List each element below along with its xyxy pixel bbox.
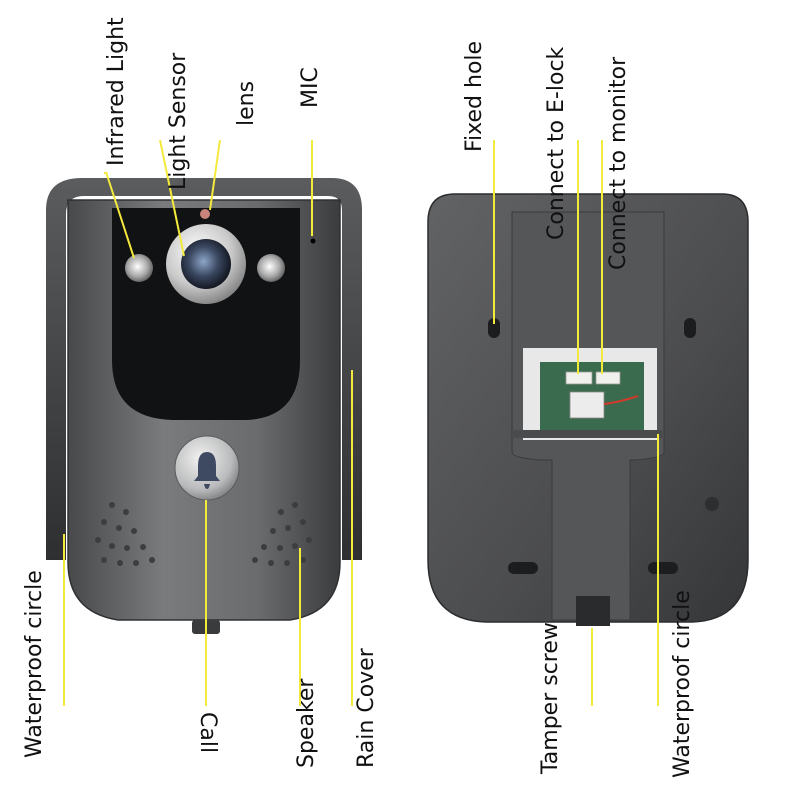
speaker-holes-left [95, 502, 155, 566]
connector-white-block [569, 391, 605, 419]
bell-icon [194, 452, 220, 489]
leader-infrared-light [105, 171, 135, 259]
label-waterproof-circle-front: Waterproof circle [22, 570, 47, 758]
connector-monitor [595, 371, 621, 385]
leader-lens [209, 139, 221, 211]
label-mic: MIC [298, 67, 323, 108]
label-connect-elock: Connect to E-lock [544, 46, 569, 240]
mic-hole [310, 238, 316, 244]
label-lens: lens [234, 80, 259, 126]
light-sensor [200, 209, 210, 219]
label-tamper-screw: Tamper screw [538, 622, 563, 774]
side-screw [705, 497, 719, 511]
label-infrared-light: Infrared Light [104, 17, 129, 166]
slot-right [648, 562, 678, 574]
leader-light-sensor [159, 139, 185, 257]
leader-infrared [104, 172, 106, 174]
infrared-led-left [125, 254, 153, 282]
waterproof-groove [512, 430, 664, 438]
lens [181, 239, 231, 289]
fixed-hole-left [488, 318, 500, 338]
fixed-hole-right [684, 318, 696, 338]
slot-left [508, 562, 538, 574]
label-speaker: Speaker [294, 678, 319, 768]
back-view [427, 193, 749, 626]
red-wire [603, 395, 639, 405]
label-light-sensor: Light Sensor [166, 52, 191, 190]
label-rain-cover: Rain Cover [354, 648, 379, 768]
camera-faceplate [112, 208, 300, 420]
label-waterproof-circle-back: Waterproof circle [670, 590, 695, 778]
label-call: Call [195, 712, 220, 754]
label-connect-monitor: Connect to monitor [606, 56, 631, 270]
infrared-led-right [257, 254, 285, 282]
tamper-screw [576, 596, 610, 626]
front-view [46, 178, 362, 634]
speaker-holes-right [252, 502, 312, 566]
label-fixed-hole: Fixed hole [462, 40, 487, 152]
